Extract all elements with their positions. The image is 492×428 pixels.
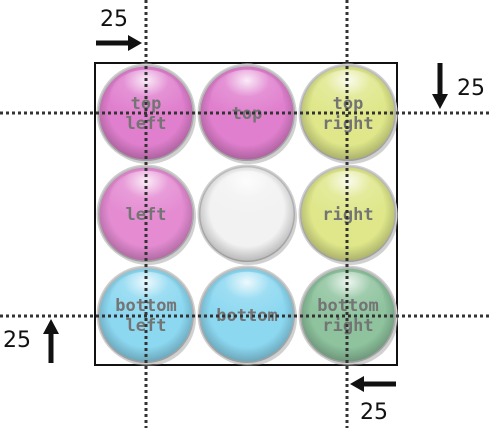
sphere-highlight — [312, 271, 384, 325]
offset-label-top-right: 25 — [457, 76, 485, 101]
sphere-highlight — [110, 271, 182, 325]
sphere-label: right — [322, 114, 373, 134]
sphere-highlight — [211, 271, 283, 325]
sphere-label: right — [322, 205, 373, 225]
sphere-highlight — [211, 69, 283, 123]
offset-bottom-left: 25 — [3, 319, 59, 363]
sphere-highlight — [312, 170, 384, 224]
sphere-label: left — [126, 114, 167, 134]
offset-top-right: 25 — [432, 63, 485, 109]
down-arrowhead-icon — [432, 94, 448, 109]
sphere-label: left — [126, 205, 167, 225]
up-arrowhead-icon — [43, 319, 59, 334]
sphere-center — [197, 164, 297, 265]
offset-top-left: 25 — [96, 7, 142, 51]
sphere-grid: toplefttoptoprightleftrightbottomleftbot… — [96, 63, 398, 366]
sphere-highlight — [211, 170, 283, 224]
left-arrowhead-icon — [350, 376, 364, 392]
offset-label-bottom-left: 25 — [3, 328, 31, 353]
offset-label-top-left: 25 — [100, 7, 128, 32]
sphere-highlight — [110, 170, 182, 224]
offset-label-bottom-right: 25 — [360, 400, 388, 425]
right-arrowhead-icon — [128, 35, 142, 51]
sphere-left: left — [96, 164, 196, 265]
sphere-right: right — [298, 164, 398, 265]
offset-bottom-right: 25 — [350, 376, 396, 425]
